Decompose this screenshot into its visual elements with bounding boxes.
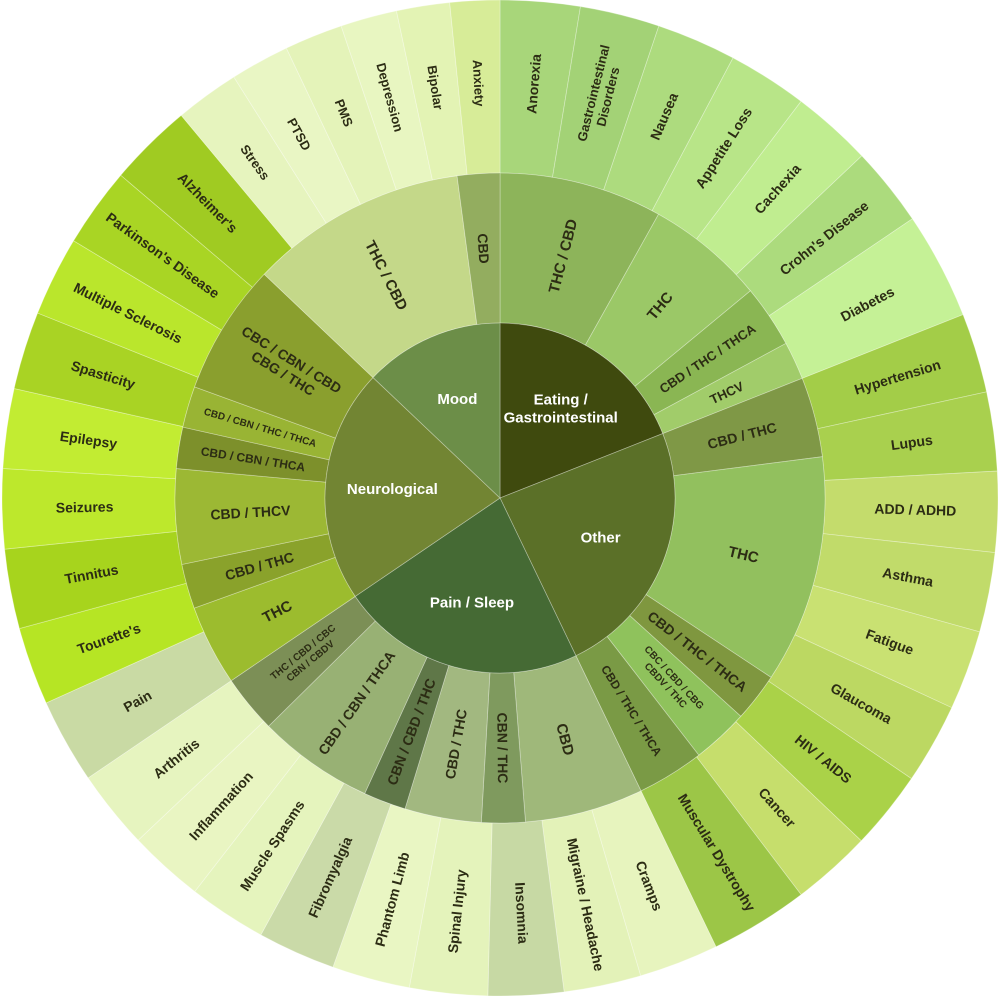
treatment-label-line: CBD: [474, 233, 492, 264]
condition-label: Insomnia: [512, 882, 531, 944]
condition-label: ADD / ADHD: [874, 500, 956, 518]
category-label-neurological: Neurological: [347, 481, 438, 498]
category-segment-other: [499, 433, 676, 657]
categories-ring: [324, 322, 676, 674]
condition-label-line: Bipolar: [425, 64, 447, 111]
condition-label: Seizures: [56, 498, 114, 515]
category-segment-mood: [372, 322, 501, 499]
category-segment-pain-sleep: [354, 497, 577, 674]
condition-label-line: Anxiety: [470, 59, 487, 107]
treatment-label: CBN / THC: [494, 713, 511, 784]
treatment-label-line: CBN / THC: [494, 713, 511, 784]
category-label-line: Mood: [437, 390, 477, 407]
category-label-eating-gastrointestinal: Eating /Gastrointestinal: [504, 391, 618, 426]
condition-label: Lupus: [890, 432, 934, 454]
condition-label-line: Lupus: [890, 432, 934, 454]
treatment-label: THC: [727, 543, 761, 567]
category-label-line: Pain / Sleep: [430, 594, 514, 611]
condition-label: Anorexia: [523, 53, 544, 114]
condition-label: Anxiety: [470, 59, 487, 107]
treatment-label-line: CBD / THCV: [210, 502, 292, 523]
category-label-other: Other: [581, 529, 621, 546]
condition-label-line: Insomnia: [512, 882, 531, 944]
category-label-line: Neurological: [347, 481, 438, 498]
category-label-line: Eating /: [534, 391, 589, 408]
category-label-pain-sleep: Pain / Sleep: [430, 594, 514, 611]
condition-label-line: Seizures: [56, 498, 114, 515]
treatment-label: CBD / THCV: [210, 502, 292, 523]
condition-label: Bipolar: [425, 64, 447, 111]
condition-label-line: Anorexia: [523, 53, 544, 114]
category-segment-neurological: [324, 376, 501, 597]
category-label-mood: Mood: [437, 390, 477, 407]
condition-label-line: ADD / ADHD: [874, 500, 956, 518]
treatment-label-line: THC: [727, 543, 761, 567]
category-segment-eating-gastrointestinal: [499, 322, 664, 499]
category-label-line: Other: [581, 529, 621, 546]
category-label-line: Gastrointestinal: [504, 409, 618, 426]
treatment-label: CBD: [474, 233, 492, 264]
